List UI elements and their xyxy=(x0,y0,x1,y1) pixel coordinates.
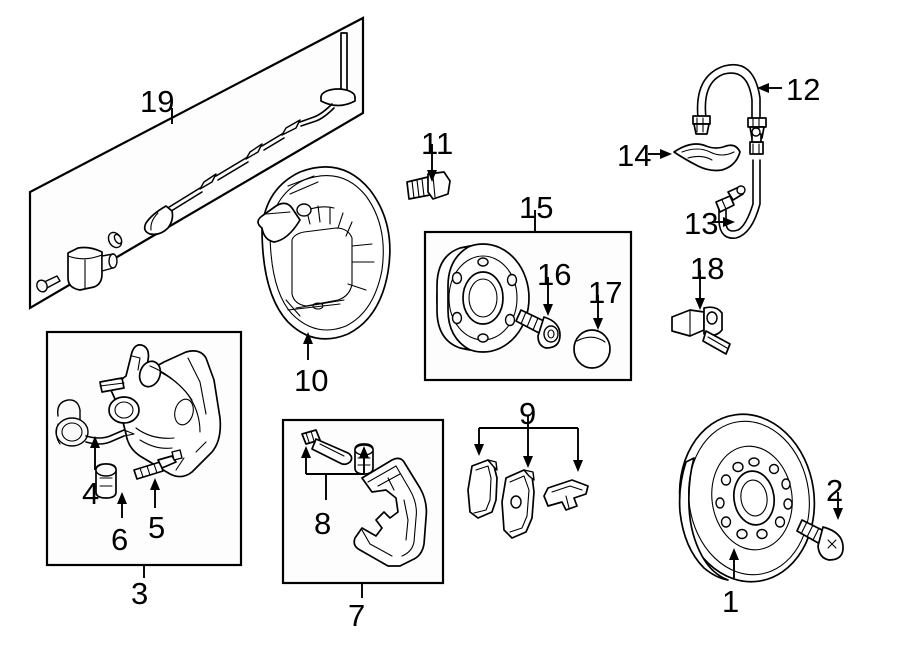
callout-3[interactable]: 3 xyxy=(131,576,149,611)
brake-splash-shield-art xyxy=(257,166,391,340)
hose-retaining-clip-art xyxy=(673,143,741,172)
rotor-retaining-screw-art xyxy=(796,519,844,561)
wear-sensor-panel-group xyxy=(28,16,365,310)
callout-19[interactable]: 19 xyxy=(140,84,175,119)
callout-5[interactable]: 5 xyxy=(148,510,166,545)
brake-hose-lower-art xyxy=(715,127,764,239)
callout-1[interactable]: 1 xyxy=(722,584,740,619)
callout-8[interactable]: 8 xyxy=(314,506,332,541)
callout-13[interactable]: 13 xyxy=(684,206,719,241)
callout-18[interactable]: 18 xyxy=(690,251,725,286)
callout-7[interactable]: 7 xyxy=(348,598,366,633)
callout-6[interactable]: 6 xyxy=(111,522,129,557)
callout-9[interactable]: 9 xyxy=(519,396,537,431)
callout-14[interactable]: 14 xyxy=(617,138,652,173)
callout-16[interactable]: 16 xyxy=(537,257,572,292)
callout-17[interactable]: 17 xyxy=(588,275,623,310)
callout-11[interactable]: 11 xyxy=(421,126,454,161)
abs-wheel-speed-sensor-art xyxy=(671,306,731,355)
caliper-assembly-group xyxy=(45,330,243,567)
bracket-kit-group xyxy=(281,418,445,585)
callout-4[interactable]: 4 xyxy=(82,476,100,511)
brake-rotor-art xyxy=(678,413,816,583)
hub-bearing-kit-group xyxy=(423,230,633,382)
brake-hose-upper-art xyxy=(692,63,767,139)
callout-10[interactable]: 10 xyxy=(294,363,329,398)
callout-2[interactable]: 2 xyxy=(826,473,844,508)
callout-12[interactable]: 12 xyxy=(786,72,821,107)
splash-shield-bolt-art xyxy=(406,171,451,200)
leader-lines xyxy=(90,83,843,598)
callout-15[interactable]: 15 xyxy=(519,190,554,225)
brake-pad-set-art xyxy=(467,459,589,539)
